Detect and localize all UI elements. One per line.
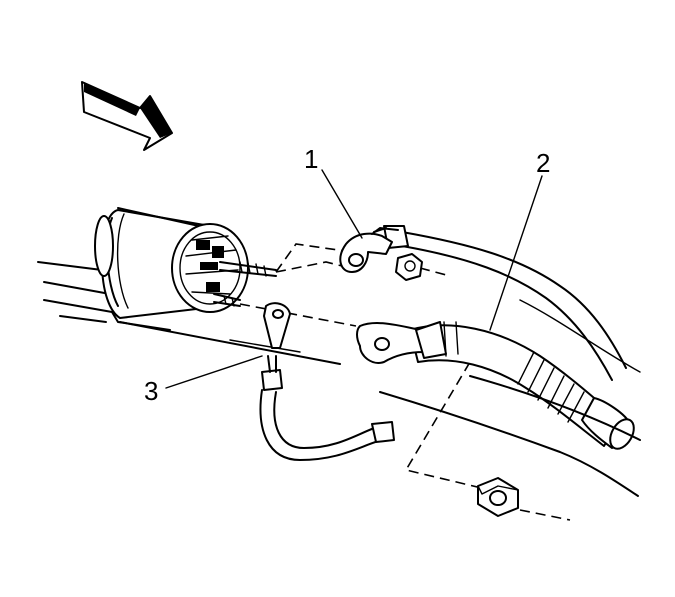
hex-nut-icon <box>395 253 423 281</box>
callout-1: 1 <box>304 144 318 174</box>
hex-nut-lower <box>477 477 519 517</box>
callout-3: 3 <box>144 376 158 406</box>
ground-lead <box>259 302 395 461</box>
starter-motor <box>94 207 277 319</box>
terminal-1 <box>339 227 399 273</box>
chassis-outline <box>379 299 641 497</box>
battery-cable <box>356 321 635 450</box>
callout-leaders <box>165 169 543 389</box>
callout-2: 2 <box>536 148 550 178</box>
front-direction-arrow-icon <box>81 81 173 151</box>
